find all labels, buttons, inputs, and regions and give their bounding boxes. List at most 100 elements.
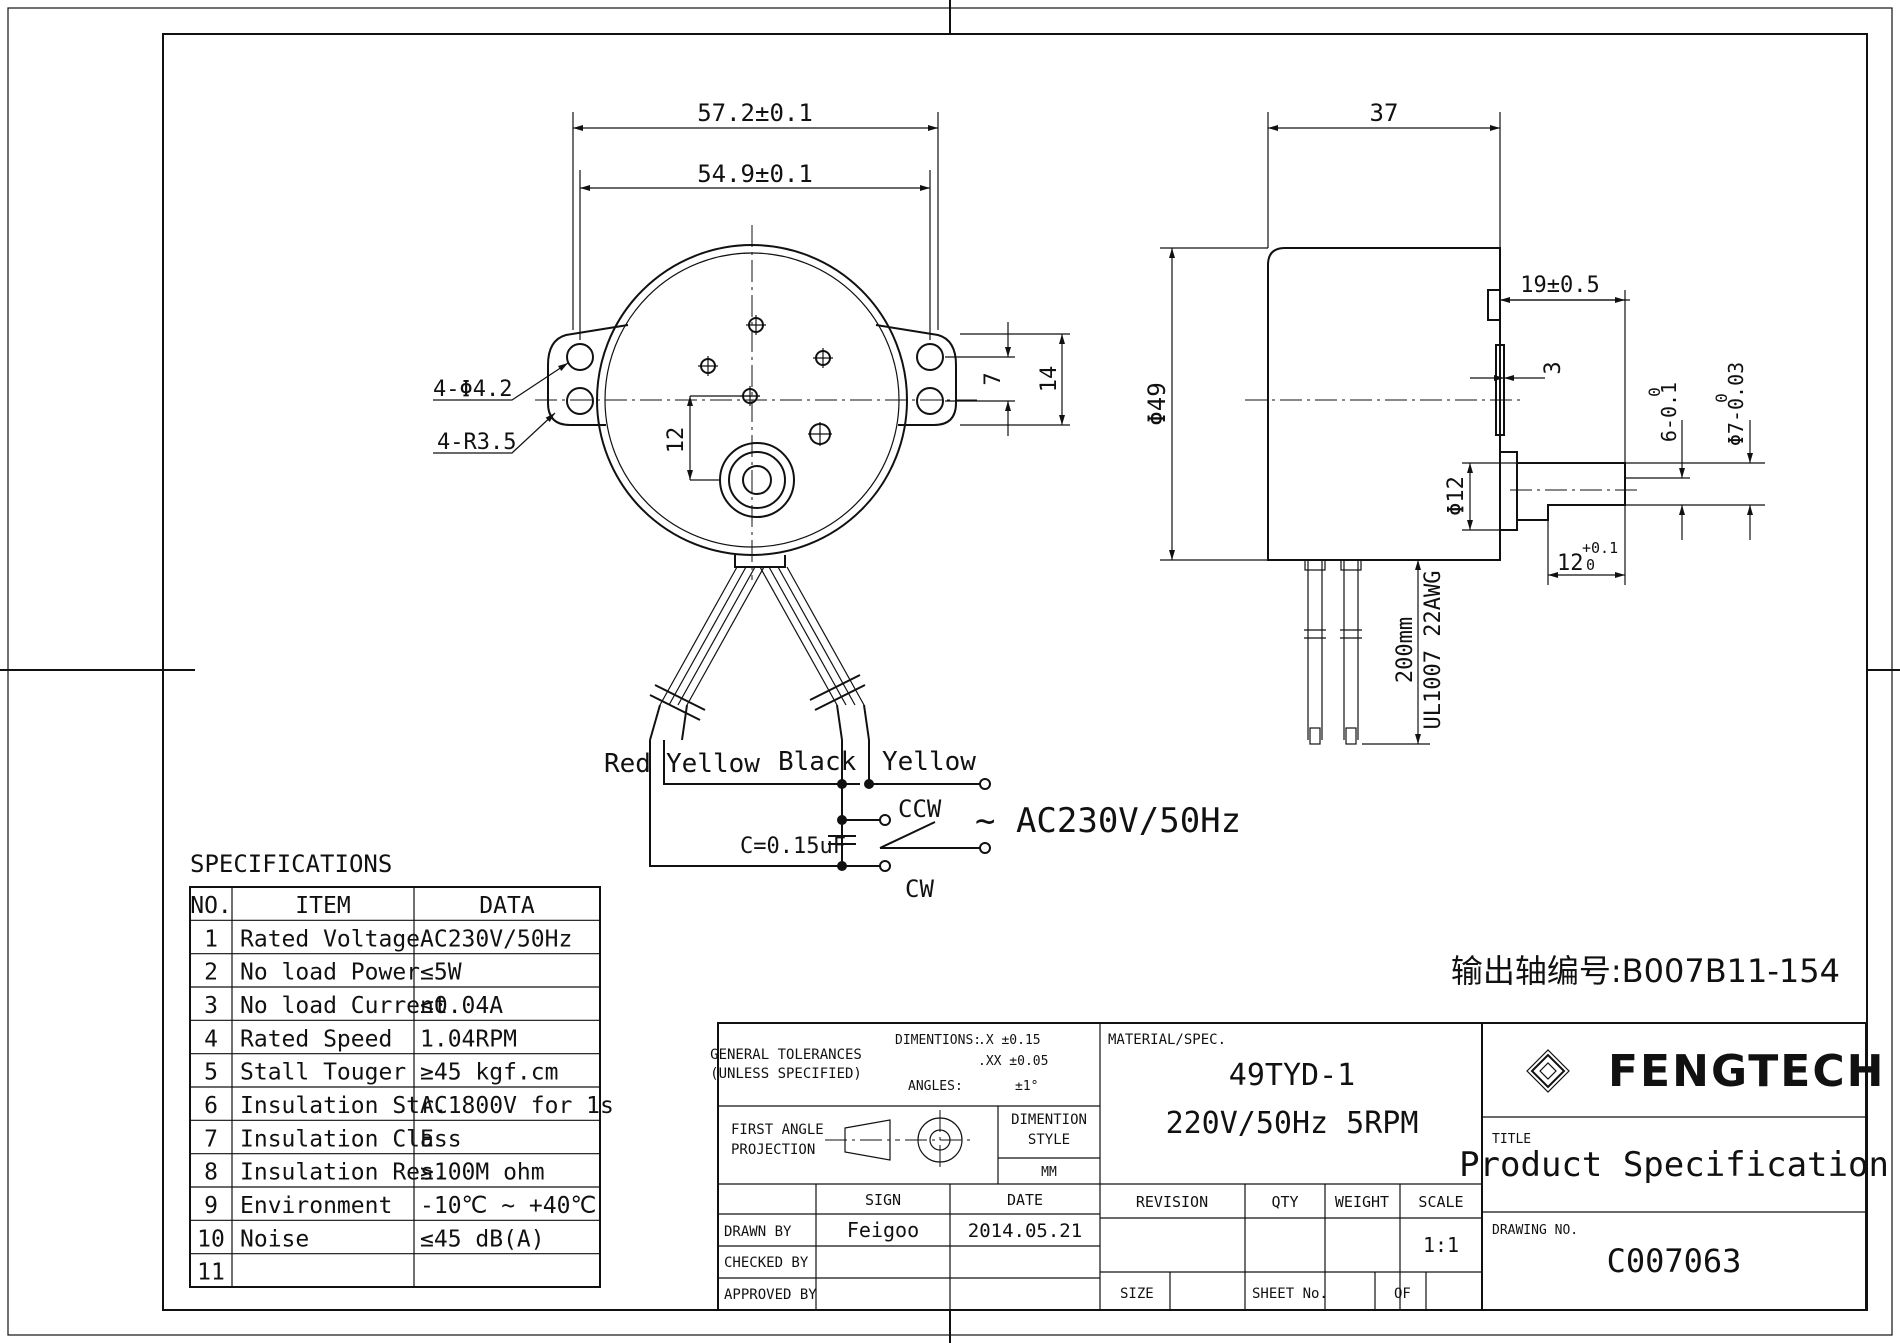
spec-cell: Insulation Class (240, 1126, 462, 1152)
drawn-by-label: DRAWN BY (724, 1224, 792, 1240)
radius-callout: 4-R3.5 (437, 430, 516, 455)
spec-cell: ≥100M ohm (420, 1160, 545, 1186)
spec-cell: ≤0.04A (420, 993, 503, 1019)
spec-cell: 11 (197, 1260, 225, 1286)
spec-cell: Rated Voltage (240, 926, 420, 952)
scale-value: 1:1 (1423, 1233, 1459, 1257)
mm-label: MM (1041, 1165, 1057, 1180)
wire-yellow-label-2: Yellow (882, 747, 976, 777)
spec-cell: E (420, 1126, 434, 1152)
sheet-no-label: SHEET No. (1252, 1286, 1328, 1302)
front-view-dimensions (433, 112, 1070, 481)
spec-cell: -10℃ ~ +40℃ (420, 1193, 596, 1219)
wiring-diagram (649, 740, 991, 872)
spec-header-cell: ITEM (295, 893, 350, 919)
spec-cell: Insulation Res. (240, 1160, 448, 1186)
dim-37: 37 (1370, 99, 1399, 127)
spec-cell: 7 (204, 1126, 218, 1152)
angles-label: ANGLES: (908, 1079, 963, 1094)
first-angle: FIRST ANGLE (731, 1122, 824, 1138)
spec-cell: 3 (204, 993, 218, 1019)
spec-cell: Stall Touger (240, 1060, 406, 1086)
dim-3: 3 (1541, 361, 1566, 374)
weight-header: WEIGHT (1335, 1193, 1389, 1211)
spec-header-cell: NO. (190, 893, 232, 919)
spec-cell: Rated Speed (240, 1026, 392, 1052)
drawing-number: C007063 (1607, 1242, 1742, 1280)
company-name: FENGTECH (1608, 1046, 1885, 1097)
side-view-dimensions (1160, 112, 1765, 745)
drawn-by-value: Feigoo (847, 1218, 919, 1242)
dim-phi7-upper: 0 (1712, 393, 1731, 403)
size-label: SIZE (1120, 1286, 1154, 1302)
dim-12-front: 12 (664, 427, 689, 454)
output-shaft-number: 输出轴编号:B007B11-154 (1451, 952, 1840, 990)
drawing-title: Product Specification (1459, 1145, 1889, 1185)
sign-header: SIGN (865, 1191, 901, 1209)
title-label: TITLE (1492, 1132, 1531, 1147)
x-tolerance: .X ±0.15 (978, 1033, 1041, 1048)
spec-cell: ≤5W (420, 960, 462, 986)
spec-cell: 4 (204, 1026, 218, 1052)
lead-length: 200mm (1393, 617, 1418, 683)
dimentions-label: DIMENTIONS: (895, 1033, 981, 1048)
lead-spec: UL1007 22AWG (1421, 571, 1446, 730)
xx-tolerance: .XX ±0.05 (978, 1054, 1048, 1069)
ccw-label: CCW (898, 795, 942, 823)
spec-cell: Environment (240, 1193, 392, 1219)
model-number: 49TYD-1 (1229, 1058, 1355, 1093)
spec-cell: ≥45 kgf.cm (420, 1060, 558, 1086)
spec-cell: 9 (204, 1193, 218, 1219)
projection: PROJECTION (731, 1142, 815, 1158)
model-spec: 220V/50Hz 5RPM (1166, 1106, 1419, 1141)
spec-cell: 6 (204, 1093, 218, 1119)
of-label: OF (1394, 1286, 1411, 1302)
dimention-style-label: DIMENTION (1011, 1112, 1087, 1128)
specifications-title: SPECIFICATIONS (190, 850, 392, 878)
revision-header: REVISION (1136, 1193, 1208, 1211)
front-view (535, 225, 980, 741)
dim-hole-spacing: 54.9±0.1 (697, 160, 813, 188)
dim-12-tol-upper: +0.1 (1582, 539, 1618, 557)
cw-label: CW (905, 875, 934, 903)
dim-14: 14 (1037, 366, 1062, 393)
material-spec-label: MATERIAL/SPEC. (1108, 1032, 1226, 1048)
spec-cell: 8 (204, 1160, 218, 1186)
spec-cell: 1 (204, 926, 218, 952)
dim-phi12: Φ12 (1444, 476, 1469, 516)
fengtech-logo-icon (1526, 1049, 1570, 1093)
spec-cell: 5 (204, 1060, 218, 1086)
drawing-no-label: DRAWING NO. (1492, 1223, 1578, 1238)
unless-specified: (UNLESS SPECIFIED) (710, 1066, 862, 1082)
spec-cell: No load Power (240, 960, 420, 986)
capacitor-label: C=0.15uF (740, 834, 846, 859)
dim-phi49: Φ49 (1143, 382, 1171, 425)
spec-cell: AC230V/50Hz (420, 926, 572, 952)
spec-header-cell: DATA (479, 893, 535, 919)
dim-19: 19±0.5 (1520, 273, 1599, 298)
side-view (1245, 247, 1640, 745)
dim-6-upper: 0 (1645, 387, 1664, 397)
specifications-table (189, 886, 601, 1288)
spec-cell: 10 (197, 1226, 225, 1252)
spec-cell: Insulation Str. (240, 1093, 448, 1119)
title-block (717, 1022, 1867, 1311)
spec-cell: Noise (240, 1226, 309, 1252)
dim-overall-width: 57.2±0.1 (697, 99, 813, 127)
dim-12-tol-lower: 0 (1586, 556, 1595, 574)
spec-cell: ≤45 dB(A) (420, 1226, 545, 1252)
approved-by-label: APPROVED BY (724, 1287, 817, 1303)
dim-phi7: Φ7-0.03 (1724, 362, 1748, 446)
qty-header: QTY (1271, 1193, 1298, 1211)
wire-red-label: Red (604, 749, 651, 779)
spec-cell: No load Current (240, 993, 448, 1019)
spec-cell: 1.04RPM (420, 1026, 517, 1052)
dim-12-shaft: 12 (1557, 551, 1584, 576)
wire-yellow-label-1: Yellow (666, 749, 760, 779)
checked-by-label: CHECKED BY (724, 1255, 809, 1271)
spec-cell: AC1800V for 1s (420, 1093, 614, 1119)
dim-6: 6-0.1 (1657, 382, 1681, 442)
wire-black-label: Black (778, 747, 857, 777)
date-header: DATE (1007, 1191, 1043, 1209)
